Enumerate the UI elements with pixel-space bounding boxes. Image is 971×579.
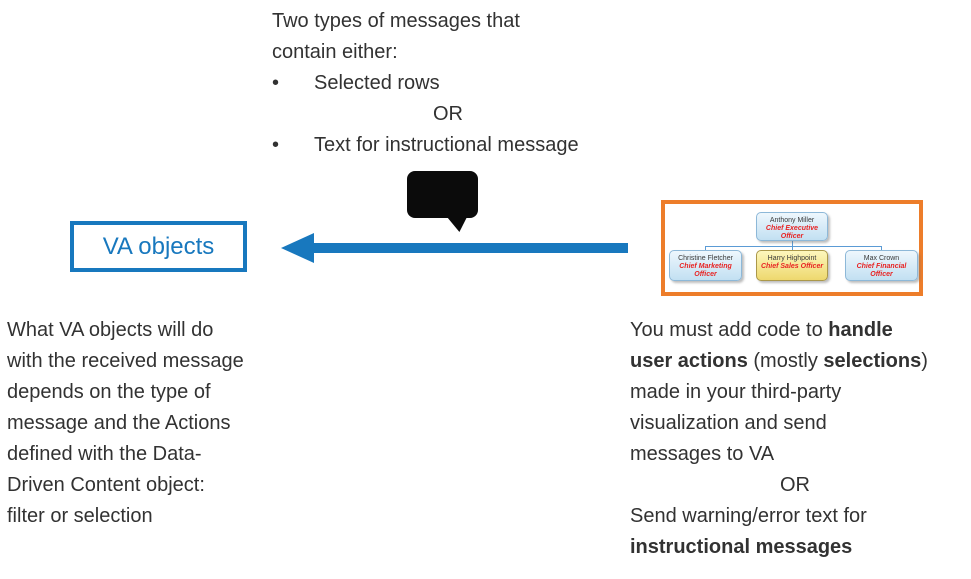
org-node-name: Christine Fletcher bbox=[678, 255, 733, 262]
org-chart-visualization: Anthony Miller Chief Executive Officer C… bbox=[661, 200, 923, 296]
org-node-title: Chief Financial Officer bbox=[856, 263, 907, 278]
text-line: visualization and send bbox=[630, 412, 827, 434]
text-line: •Text for instructional message bbox=[272, 130, 579, 161]
text-line: Driven Content object: bbox=[7, 474, 205, 496]
message-arrow-head bbox=[281, 233, 314, 263]
text-line: instructional messages bbox=[630, 536, 853, 558]
org-node-title: Chief Sales Officer bbox=[760, 263, 824, 270]
org-node-title: Chief Executive Officer bbox=[765, 225, 819, 240]
text-line: Two types of messages that bbox=[272, 10, 520, 32]
text-line: Send warning/error text for bbox=[630, 505, 867, 527]
bullet-glyph: • bbox=[272, 134, 280, 156]
speech-bubble-icon bbox=[407, 171, 478, 233]
org-connector bbox=[881, 247, 882, 251]
bullet-glyph: • bbox=[272, 72, 280, 94]
org-node-name: Anthony Miller bbox=[769, 217, 815, 224]
org-node-title: Chief Marketing Officer bbox=[679, 263, 732, 278]
org-node-name: Harry Highpoint bbox=[767, 255, 817, 262]
org-node-cfo: Max Crown Chief Financial Officer bbox=[845, 250, 918, 281]
org-node-cmo: Christine Fletcher Chief Marketing Offic… bbox=[669, 250, 742, 281]
org-node-cso-selected: Harry Highpoint Chief Sales Officer bbox=[756, 250, 828, 281]
org-node-ceo: Anthony Miller Chief Executive Officer bbox=[756, 212, 828, 241]
text-line: •Selected rows bbox=[272, 68, 579, 99]
two-message-types-note: Two types of messages that contain either… bbox=[272, 6, 579, 161]
org-connector bbox=[705, 246, 882, 247]
text-line: made in your third-party bbox=[630, 381, 842, 403]
text-line: defined with the Data- bbox=[7, 443, 202, 465]
message-arrow-body bbox=[313, 243, 628, 253]
text-line: filter or selection bbox=[7, 505, 153, 527]
org-connector bbox=[705, 247, 706, 251]
text-line: depends on the type of bbox=[7, 381, 211, 403]
va-objects-box: VA objects bbox=[70, 221, 247, 272]
text-line: You must add code to handle bbox=[630, 319, 893, 341]
org-node-name: Max Crown bbox=[863, 255, 900, 262]
code-requirements-note: You must add code to handle user actions … bbox=[630, 315, 928, 563]
text-line: contain either: bbox=[272, 41, 398, 63]
text-line: message and the Actions bbox=[7, 412, 231, 434]
speech-bubble-tail bbox=[447, 217, 467, 232]
text-line: What VA objects will do bbox=[7, 319, 214, 341]
text-line: messages to VA bbox=[630, 443, 775, 465]
org-connector bbox=[792, 241, 793, 246]
va-objects-label: VA objects bbox=[102, 232, 215, 260]
org-connector bbox=[792, 247, 793, 251]
text-line: with the received message bbox=[7, 350, 244, 372]
va-behavior-note: What VA objects will do with the received… bbox=[7, 315, 244, 532]
text-line: user actions (mostly selections) bbox=[630, 350, 928, 372]
speech-bubble-body bbox=[407, 171, 478, 218]
text-line: OR bbox=[433, 103, 463, 125]
text-line: OR bbox=[780, 474, 810, 496]
